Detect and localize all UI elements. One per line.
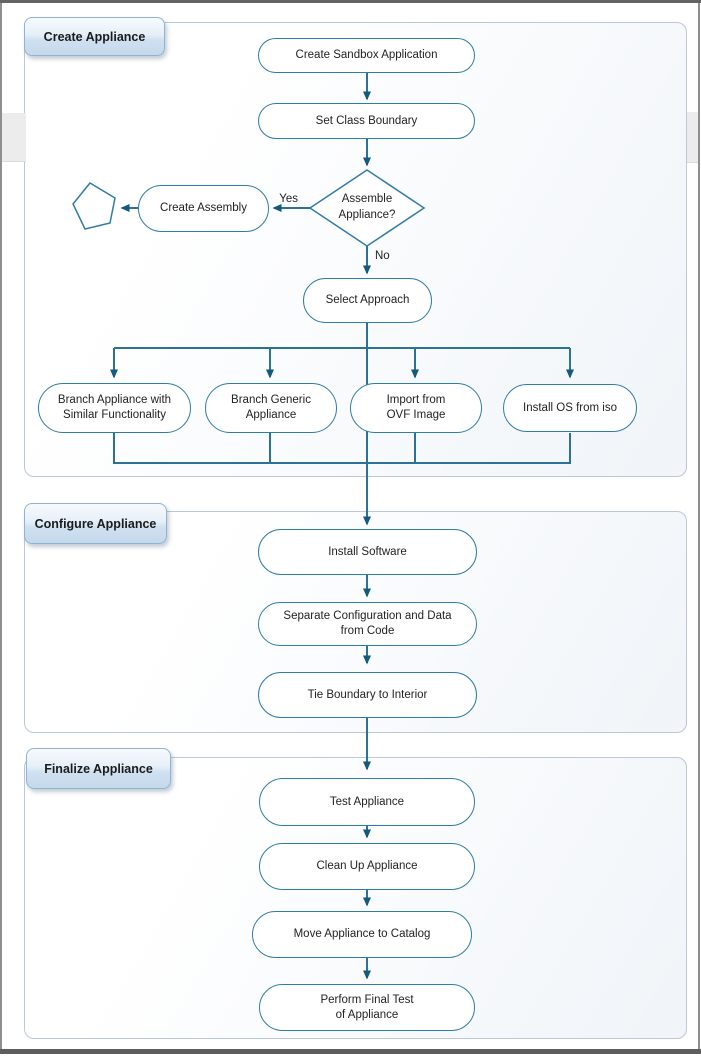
node-create-assembly: Create Assembly <box>138 185 269 232</box>
node-perform-final-test: Perform Final Test of Appliance <box>259 984 475 1031</box>
edge-label-no: No <box>375 250 390 262</box>
node-test-appliance: Test Appliance <box>259 778 475 826</box>
page-edge-bottom <box>0 1049 701 1054</box>
margin-tab-right <box>687 112 698 163</box>
margin-tab-left <box>2 113 26 162</box>
section-label-finalize-appliance: Finalize Appliance <box>26 748 171 789</box>
node-create-sandbox-application: Create Sandbox Application <box>258 38 475 73</box>
node-set-class-boundary: Set Class Boundary <box>258 103 475 139</box>
node-branch-generic-appliance: Branch Generic Appliance <box>205 383 337 433</box>
decision-diamond <box>308 169 426 247</box>
node-import-from-ovf: Import from OVF Image <box>350 383 482 433</box>
page-edge-left <box>0 3 2 1049</box>
section-label-configure-appliance: Configure Appliance <box>24 503 167 544</box>
connectors <box>110 73 574 980</box>
node-install-os-from-iso: Install OS from iso <box>503 384 637 432</box>
node-separate-configuration-data: Separate Configuration and Data from Cod… <box>258 602 477 646</box>
offpage-pentagon-icon <box>72 182 116 230</box>
edge-label-yes: Yes <box>279 193 298 205</box>
page-edge-top <box>0 0 701 3</box>
decision-assemble-appliance-label: Assemble Appliance? <box>338 193 396 221</box>
node-install-software: Install Software <box>258 529 477 575</box>
node-move-appliance-to-catalog: Move Appliance to Catalog <box>252 911 472 958</box>
node-select-approach: Select Approach <box>303 278 432 323</box>
page-edge-right <box>698 3 700 1049</box>
section-label-create-appliance: Create Appliance <box>24 17 165 56</box>
node-branch-appliance-similar: Branch Appliance with Similar Functional… <box>38 383 191 433</box>
node-clean-up-appliance: Clean Up Appliance <box>259 843 475 890</box>
node-tie-boundary-to-interior: Tie Boundary to Interior <box>258 672 477 718</box>
